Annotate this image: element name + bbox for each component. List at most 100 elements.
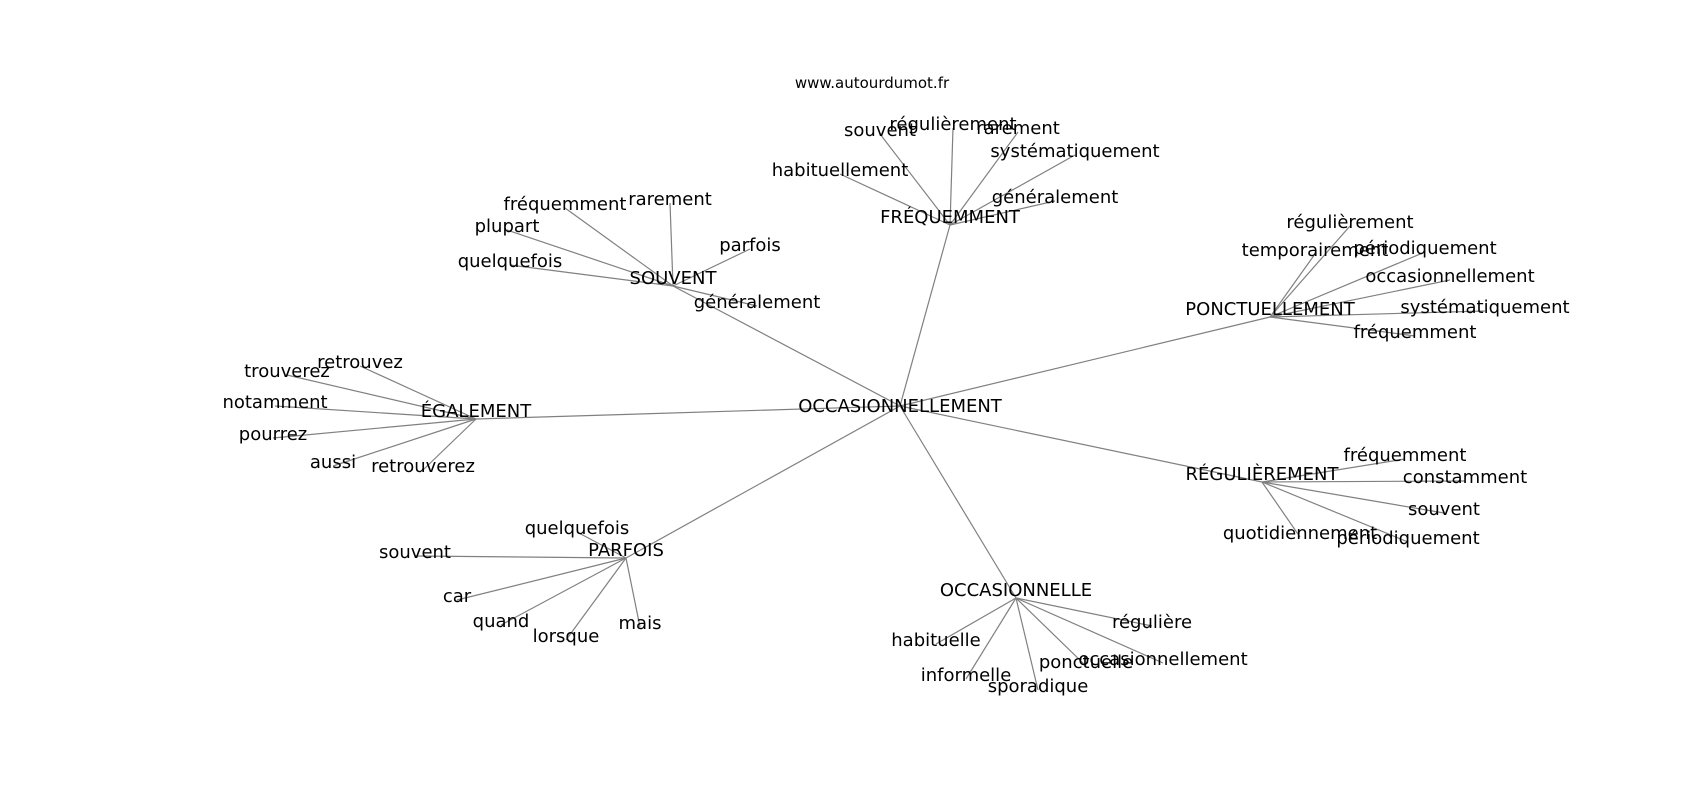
- edge-hub-word: [839, 173, 951, 226]
- edge-hub-word: [576, 531, 627, 559]
- related-word: mais: [619, 613, 662, 634]
- edge-hub-word: [879, 133, 951, 226]
- edge-hub-word: [1269, 279, 1451, 318]
- edge-hub-word: [949, 131, 1019, 226]
- related-word: habituelle: [891, 630, 980, 651]
- edge-hub-word: [949, 127, 954, 226]
- related-word: quotidiennement: [1223, 523, 1377, 544]
- edge-hub-word: [1015, 597, 1153, 627]
- edge-hub-word: [1269, 310, 1486, 318]
- related-word: informelle: [921, 665, 1012, 686]
- cluster-hub-word: PARFOIS: [588, 540, 664, 561]
- related-word: aussi: [310, 452, 356, 473]
- site-credit: www.autourdumot.fr: [795, 74, 950, 92]
- edge-hub-word: [1261, 481, 1301, 538]
- edge-hub-word: [669, 202, 674, 287]
- edge-hub-word: [286, 374, 477, 420]
- related-word: souvent: [1408, 499, 1480, 520]
- edge-hub-word: [1261, 481, 1445, 514]
- edge-hub-word: [1269, 225, 1351, 318]
- related-word: retrouvez: [317, 352, 403, 373]
- cluster-hub-word: PONCTUELLEMENT: [1185, 299, 1355, 320]
- related-word: pourrez: [239, 424, 307, 445]
- related-word: régulière: [1112, 612, 1192, 633]
- related-word: quand: [473, 611, 530, 632]
- related-word: retrouverez: [371, 456, 475, 477]
- edge-hub-word: [672, 248, 751, 287]
- edge-hub-word: [456, 557, 627, 601]
- related-word: périodiquement: [1336, 528, 1479, 549]
- edge-hub-word: [272, 418, 477, 439]
- cluster-hub-word: OCCASIONNELLE: [940, 580, 1092, 601]
- edge-hub-word: [1261, 481, 1409, 543]
- related-word: rarement: [976, 118, 1060, 139]
- edge-hub-word: [414, 555, 627, 559]
- cluster-hub-word: FRÉQUEMMENT: [880, 206, 1021, 228]
- cluster-hub-word: ÉGALEMENT: [421, 400, 532, 422]
- edge-hub-word: [1261, 480, 1466, 483]
- center-word: OCCASIONNELLEMENT: [798, 396, 1003, 417]
- related-word: systématiquement: [1400, 297, 1569, 318]
- edge-center-hub: [899, 316, 1271, 407]
- cluster-hub-word: RÉGULIÈREMENT: [1186, 463, 1340, 485]
- related-word: périodiquement: [1353, 238, 1496, 259]
- related-word: rarement: [628, 189, 712, 210]
- related-word: généralement: [694, 292, 821, 313]
- related-word: car: [443, 586, 472, 607]
- related-word: temporairement: [1242, 240, 1389, 261]
- edge-hub-word: [1015, 597, 1039, 691]
- labels-layer: www.autourdumot.fr OCCASIONNELLEMENT FRÉQ…: [222, 74, 1569, 697]
- related-word: généralement: [992, 187, 1119, 208]
- related-word: fréquemment: [1354, 322, 1477, 343]
- related-word: quelquefois: [458, 251, 563, 272]
- edge-hub-word: [565, 557, 627, 641]
- related-word: habituellement: [772, 160, 909, 181]
- edge-hub-word: [422, 418, 477, 471]
- edge-hub-word: [949, 154, 1076, 226]
- edge-center-hub: [475, 405, 901, 420]
- related-word: lorsque: [533, 626, 600, 647]
- edge-hub-word: [564, 207, 674, 287]
- related-word: plupart: [475, 216, 540, 237]
- related-word: occasionnellement: [1365, 266, 1534, 287]
- edge-hub-word: [1261, 458, 1406, 483]
- edge-center-hub: [899, 224, 951, 407]
- edge-hub-word: [1269, 316, 1416, 337]
- edge-hub-word: [672, 285, 758, 307]
- edge-center-hub: [625, 405, 901, 559]
- edge-hub-word: [1015, 597, 1164, 664]
- edge-hub-word: [332, 418, 477, 467]
- related-word: fréquemment: [504, 194, 627, 215]
- related-word: constamment: [1403, 467, 1527, 488]
- related-word: parfois: [719, 235, 781, 256]
- edge-hub-word: [274, 405, 477, 420]
- related-word: ponctuelle: [1039, 652, 1133, 673]
- edge-hub-word: [1269, 253, 1316, 318]
- edge-hub-word: [500, 557, 627, 626]
- edge-hub-word: [359, 365, 477, 420]
- related-word: sporadique: [988, 676, 1089, 697]
- related-word: notamment: [222, 392, 327, 413]
- edge-hub-word: [965, 597, 1017, 680]
- related-word: régulièrement: [889, 114, 1016, 135]
- edge-center-hub: [899, 405, 1017, 599]
- edge-hub-word: [1269, 251, 1426, 318]
- related-word: systématiquement: [990, 141, 1159, 162]
- related-word: souvent: [844, 120, 916, 141]
- related-word: trouverez: [244, 361, 330, 382]
- edge-hub-word: [509, 264, 674, 287]
- cluster-hub-word: SOUVENT: [630, 268, 718, 289]
- edge-hub-word: [625, 557, 641, 628]
- related-word: régulièrement: [1286, 212, 1413, 233]
- edge-hub-word: [935, 597, 1017, 645]
- related-word: quelquefois: [525, 518, 630, 539]
- edge-hub-word: [1015, 597, 1087, 667]
- related-word: souvent: [379, 542, 451, 563]
- related-word: occasionnellement: [1078, 649, 1247, 670]
- edge-hub-word: [949, 200, 1056, 226]
- related-word: fréquemment: [1344, 445, 1467, 466]
- edge-center-hub: [672, 285, 901, 407]
- edges-layer: [272, 127, 1486, 691]
